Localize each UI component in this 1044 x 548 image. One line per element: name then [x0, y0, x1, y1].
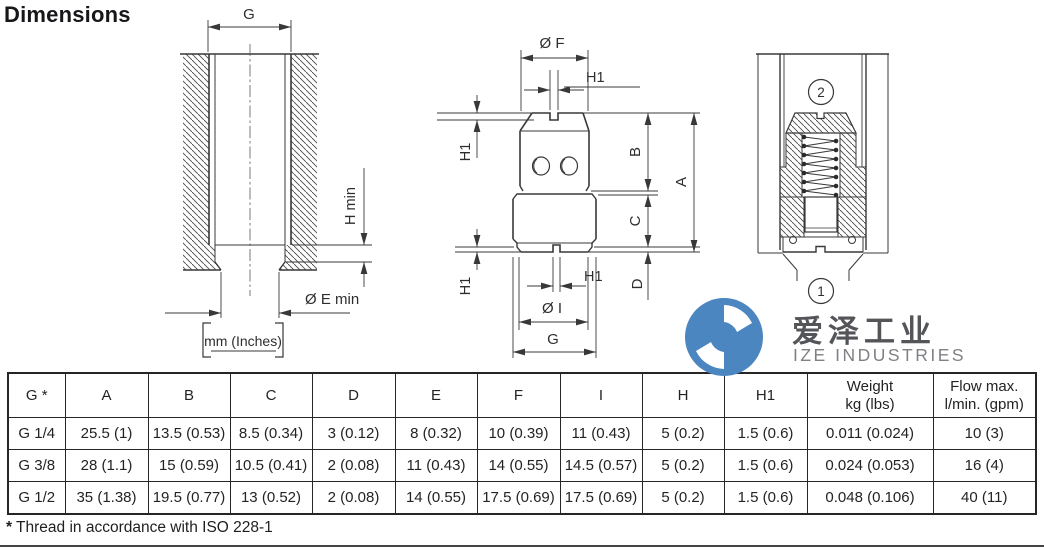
section-drawing: 2	[756, 53, 889, 305]
ize-logo-icon	[685, 298, 763, 376]
dimensions-table-wrap: G * A B C D E F I H H1 Weight kg (lbs) F…	[7, 372, 1037, 515]
col-header-e: E	[394, 372, 478, 418]
col-header-h1: H1	[723, 372, 808, 418]
col-header-a: A	[64, 372, 149, 418]
dim-label-valve-g: G	[547, 331, 559, 348]
table-cell: 10 (0.39)	[476, 417, 561, 450]
footnote-asterisk: *	[6, 519, 13, 536]
table-cell: 1.5 (0.6)	[723, 449, 808, 482]
table-row: G 1/2 35 (1.38) 19.5 (0.77) 13 (0.52) 2 …	[7, 481, 1037, 515]
table-cell: 0.024 (0.053)	[806, 449, 934, 482]
balloon-1-label: 1	[817, 284, 825, 299]
table-cell: 5 (0.2)	[641, 449, 725, 482]
dim-label-i: Ø I	[542, 300, 562, 317]
cavity-hatch-left	[183, 54, 221, 270]
table-cell: 13 (0.52)	[229, 481, 313, 515]
page-bottom-rule	[0, 545, 1044, 547]
footnote: *Thread in accordance with ISO 228-1	[6, 519, 273, 537]
cross-hole-left	[531, 156, 551, 176]
table-cell: 19.5 (0.77)	[147, 481, 231, 515]
col-header-i: I	[559, 372, 643, 418]
table-cell: 40 (11)	[932, 481, 1037, 515]
col-header-b: B	[147, 372, 231, 418]
balloon-2-label: 2	[817, 85, 825, 100]
dim-label-c: C	[627, 215, 644, 226]
dim-label-b: B	[627, 147, 644, 157]
wall-right-lower	[837, 196, 867, 238]
balloon-2	[807, 78, 835, 106]
table-cell: 16 (4)	[932, 449, 1037, 482]
dim-label-e-min: Ø E min	[305, 291, 359, 308]
table-cell: 17.5 (0.69)	[476, 481, 561, 515]
poppet-hatched	[785, 112, 857, 134]
table-cell: G 3/8	[7, 449, 66, 482]
table-cell: 5 (0.2)	[641, 481, 725, 515]
dim-label-a: A	[673, 177, 690, 187]
cavity-drawing: G H min Ø E min mm (Inches)	[165, 6, 372, 358]
table-cell: 2 (0.08)	[311, 481, 396, 515]
table-cell: G 1/2	[7, 481, 66, 515]
wall-left-lower	[779, 196, 805, 238]
table-cell: 0.048 (0.106)	[806, 481, 934, 515]
col-header-h: H	[641, 372, 725, 418]
table-cell: 17.5 (0.69)	[559, 481, 643, 515]
table-cell: 0.011 (0.024)	[806, 417, 934, 450]
balloon-1	[807, 277, 835, 305]
seal-left	[789, 236, 797, 244]
table-cell: 15 (0.59)	[147, 449, 231, 482]
table-cell: 3 (0.12)	[311, 417, 396, 450]
table-row: G 3/8 28 (1.1) 15 (0.59) 10.5 (0.41) 2 (…	[7, 449, 1037, 482]
units-note: mm (Inches)	[204, 333, 282, 349]
sleeve-left	[779, 132, 803, 198]
table-cell: 11 (0.43)	[559, 417, 643, 450]
watermark-english-text: IZE INDUSTRIES	[793, 345, 967, 365]
col-header-d: D	[311, 372, 396, 418]
dim-label-h1-bottom: H1	[584, 269, 603, 285]
col-header-c: C	[229, 372, 313, 418]
table-cell: 14.5 (0.57)	[559, 449, 643, 482]
table-cell: 1.5 (0.6)	[723, 481, 808, 515]
dim-label-cavity-g: G	[243, 6, 255, 23]
table-cell: 25.5 (1)	[64, 417, 149, 450]
page-title: Dimensions	[4, 2, 131, 27]
technical-drawings: G H min Ø E min mm (Inches)	[165, 6, 889, 358]
table-cell: 11 (0.43)	[394, 449, 478, 482]
watermark: 爱泽工业 IZE INDUSTRIES	[660, 293, 990, 377]
col-header-flow: Flow max. l/min. (gpm)	[932, 372, 1037, 418]
table-cell: 13.5 (0.53)	[147, 417, 231, 450]
spring-coil-dots	[801, 134, 839, 198]
piston	[804, 196, 838, 233]
col-header-f: F	[476, 372, 561, 418]
dim-label-f: Ø F	[540, 35, 565, 52]
spring	[803, 136, 837, 196]
cavity-hatch-right	[279, 54, 317, 270]
dim-label-h-min: H min	[343, 187, 359, 225]
dim-label-h1-top: H1	[586, 70, 605, 86]
dimensions-table: G * A B C D E F I H H1 Weight kg (lbs) F…	[7, 372, 1037, 515]
table-cell: 2 (0.08)	[311, 449, 396, 482]
col-header-g: G *	[7, 372, 66, 418]
table-cell: 10.5 (0.41)	[229, 449, 313, 482]
dim-label-h1-top-left: H1	[458, 143, 474, 162]
seal-right	[848, 236, 856, 244]
table-cell: 10 (3)	[932, 417, 1037, 450]
table-cell: 5 (0.2)	[641, 417, 725, 450]
table-cell: 8 (0.32)	[394, 417, 478, 450]
col-header-weight: Weight kg (lbs)	[806, 372, 934, 418]
dim-label-d: D	[629, 278, 646, 289]
dim-label-h1-bottom-left: H1	[458, 277, 474, 296]
table-cell: 8.5 (0.34)	[229, 417, 313, 450]
table-cell: 1.5 (0.6)	[723, 417, 808, 450]
table-header-row: G * A B C D E F I H H1 Weight kg (lbs) F…	[7, 372, 1037, 418]
table-cell: 35 (1.38)	[64, 481, 149, 515]
table-row: G 1/4 25.5 (1) 13.5 (0.53) 8.5 (0.34) 3 …	[7, 417, 1037, 450]
table-cell: 14 (0.55)	[476, 449, 561, 482]
cartridge-drawing: H1 Ø F H1 B C D A	[437, 35, 700, 358]
table-cell: G 1/4	[7, 417, 66, 450]
watermark-chinese-text: 爱泽工业	[792, 314, 936, 349]
table-cell: 14 (0.55)	[394, 481, 478, 515]
footnote-text: Thread in accordance with ISO 228-1	[16, 519, 273, 536]
cross-hole-right	[559, 156, 579, 176]
table-cell: 28 (1.1)	[64, 449, 149, 482]
